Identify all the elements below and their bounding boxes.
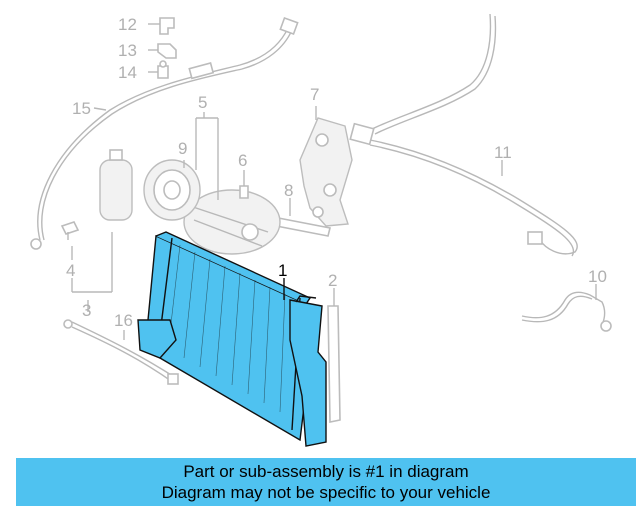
condenser-1[interactable] <box>137 231 327 447</box>
banner-line-1: Part or sub-assembly is #1 in diagram <box>183 462 469 481</box>
banner-line-2: Diagram may not be specific to your vehi… <box>161 483 491 502</box>
callout-14: 14 <box>118 63 137 82</box>
callout-10: 10 <box>588 267 607 286</box>
hose-15[interactable] <box>30 16 299 250</box>
hose-11[interactable] <box>349 13 578 257</box>
switch-6[interactable] <box>239 185 249 199</box>
bracket-7[interactable] <box>299 117 353 227</box>
clip-12[interactable] <box>159 17 175 35</box>
clip-13[interactable] <box>157 43 177 59</box>
callout-2: 2 <box>328 271 337 290</box>
callout-13: 13 <box>118 41 137 60</box>
switch-4[interactable] <box>60 221 80 240</box>
callout-1: 1 <box>278 261 287 280</box>
callout-16: 16 <box>114 311 133 330</box>
callout-8: 8 <box>284 181 293 200</box>
callout-3: 3 <box>82 301 91 320</box>
callout-6: 6 <box>238 151 247 170</box>
leader-lines <box>71 106 597 340</box>
seal-strip-2[interactable] <box>327 305 341 423</box>
receiver-drier[interactable] <box>99 149 133 221</box>
clip-14[interactable] <box>157 60 169 79</box>
info-banner: Part or sub-assembly is #1 in diagram Di… <box>16 458 636 506</box>
callout-12: 12 <box>118 15 137 34</box>
hose-10[interactable] <box>521 291 612 332</box>
callout-4: 4 <box>66 261 75 280</box>
callout-11: 11 <box>494 143 512 162</box>
clutch-pulley-9[interactable] <box>143 159 201 221</box>
hose-16[interactable] <box>63 319 179 385</box>
callout-5: 5 <box>198 93 207 112</box>
callout-15: 15 <box>72 99 91 118</box>
callout-9: 9 <box>178 139 187 158</box>
compressor-5[interactable] <box>183 189 281 255</box>
callout-7: 7 <box>310 85 319 104</box>
